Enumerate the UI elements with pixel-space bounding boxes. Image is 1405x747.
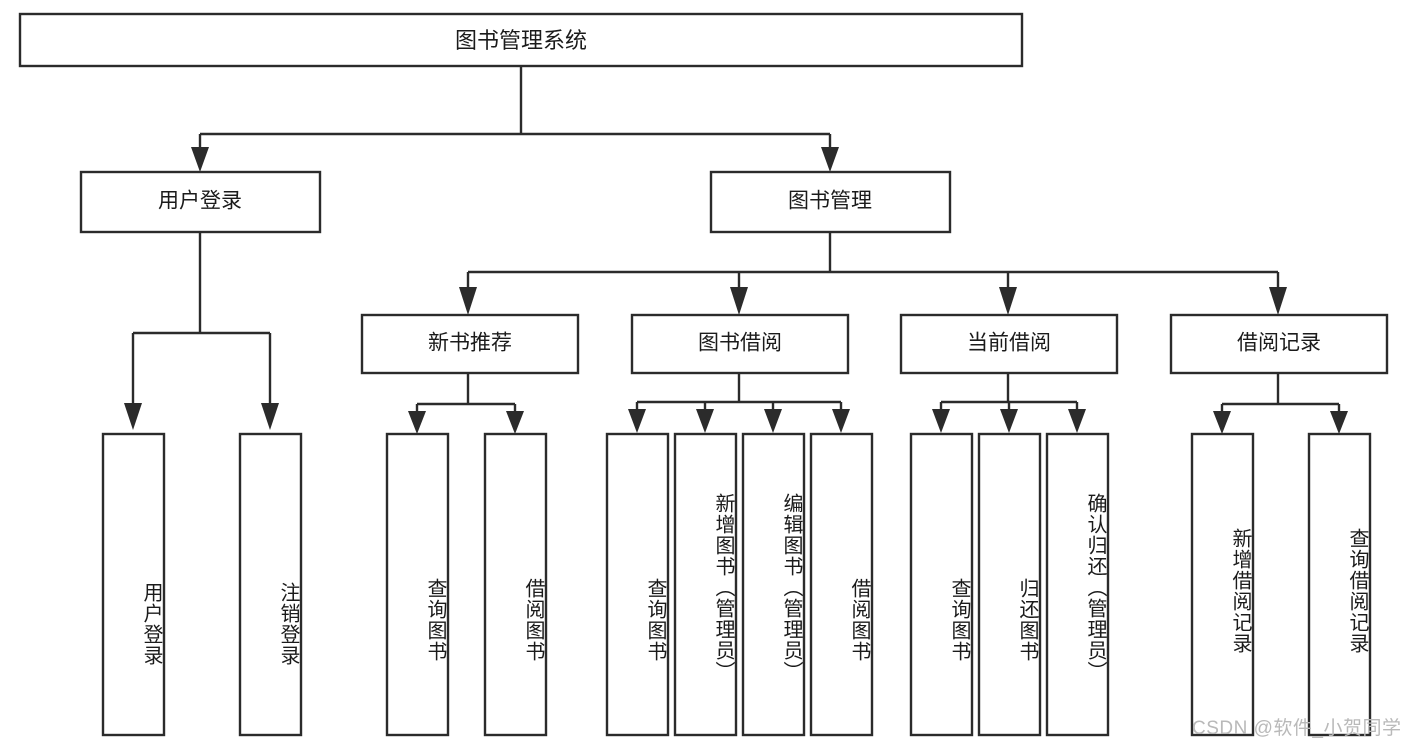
leaf-box-borrow-lend[interactable]	[809, 432, 874, 737]
arrow-to-book-borrow	[730, 287, 748, 315]
node-new-book-recommend-label: 新书推荐	[428, 332, 512, 355]
arrow-leaf-current-return	[1000, 409, 1018, 433]
node-current-borrow-box[interactable]	[899, 313, 1119, 375]
leaf-box-current-query[interactable]	[909, 432, 974, 737]
node-user-login-label: 用户登录	[158, 190, 242, 213]
arrow-leaf-current-confirm	[1068, 409, 1086, 433]
arrow-leaf-borrow-add	[696, 409, 714, 433]
arrow-leaf-borrow-edit	[764, 409, 782, 433]
csdn-watermark: CSDN @软件_小贺同学	[1192, 718, 1402, 739]
leaf-box-borrow-query[interactable]	[605, 432, 670, 737]
arrow-leaf-record-add	[1213, 411, 1231, 434]
arrow-leaf-borrow-query	[628, 409, 646, 433]
node-borrow-record-label: 借阅记录	[1237, 332, 1321, 355]
leaf-box-current-return[interactable]	[977, 432, 1042, 737]
node-new-book-recommend-box[interactable]	[360, 313, 580, 375]
node-user-login-box[interactable]	[79, 170, 322, 234]
node-new-book-recommend[interactable]: 新书推荐	[360, 313, 580, 375]
node-root[interactable]: 图书管理系统	[18, 12, 1024, 68]
node-current-borrow-label: 当前借阅	[967, 332, 1051, 355]
node-borrow-record[interactable]: 借阅记录	[1169, 313, 1389, 375]
node-borrow-record-box[interactable]	[1169, 313, 1389, 375]
node-book-management-label: 图书管理	[788, 190, 872, 213]
leaf-box-record-add[interactable]	[1190, 432, 1255, 737]
node-user-login[interactable]: 用户登录	[79, 170, 322, 234]
arrow-to-borrow-record	[1269, 287, 1287, 315]
leaf-box-current-confirm[interactable]	[1045, 432, 1110, 737]
leaf-box-newbook-query[interactable]	[385, 432, 450, 737]
node-book-borrow[interactable]: 图书借阅	[630, 313, 850, 375]
leaf-box-borrow-add[interactable]	[673, 432, 738, 737]
leaf-box-borrow-edit[interactable]	[741, 432, 806, 737]
arrow-to-current-borrow	[999, 287, 1017, 315]
arrow-leaf-borrow-lend	[832, 409, 850, 433]
node-book-management-box[interactable]	[709, 170, 952, 234]
node-current-borrow[interactable]: 当前借阅	[899, 313, 1119, 375]
node-book-borrow-label: 图书借阅	[698, 332, 782, 355]
node-book-management[interactable]: 图书管理	[709, 170, 952, 234]
node-root-label: 图书管理系统	[455, 28, 587, 53]
leaf-box-newbook-borrow[interactable]	[483, 432, 548, 737]
leaf-box-user-login[interactable]	[101, 432, 166, 737]
leaf-box-record-query[interactable]	[1307, 432, 1372, 737]
arrow-leaf-current-query	[932, 409, 950, 433]
arrow-leaf-newbook-query	[408, 411, 426, 434]
node-root-box[interactable]	[18, 12, 1024, 68]
arrow-leaf-newbook-borrow	[506, 411, 524, 434]
node-book-borrow-box[interactable]	[630, 313, 850, 375]
arrow-to-user-login	[191, 147, 209, 172]
arrow-to-new-book	[459, 287, 477, 315]
edges-layer	[124, 66, 1348, 434]
arrow-to-book-mgmt	[821, 147, 839, 172]
arrow-leaf-record-query	[1330, 411, 1348, 434]
arrow-leaf-user-login	[124, 403, 142, 430]
leaf-box-logout[interactable]	[238, 432, 303, 737]
arrow-leaf-logout	[261, 403, 279, 430]
